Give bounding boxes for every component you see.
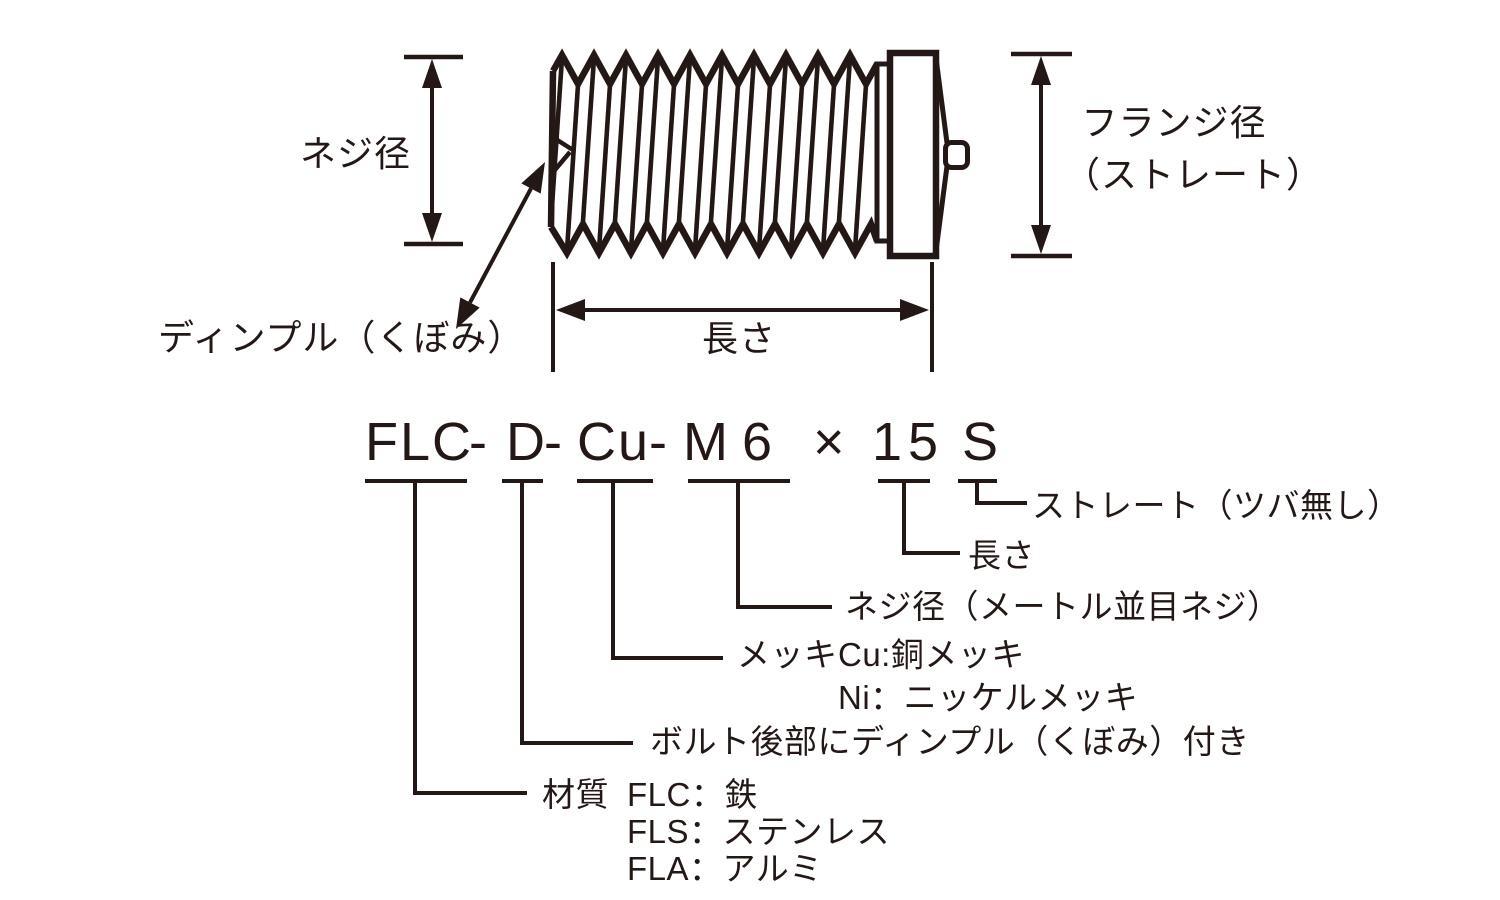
label-length: 長さ bbox=[702, 318, 777, 359]
label-thread-diameter: ネジ径 bbox=[300, 133, 412, 174]
legend-material-fla: FLA：アルミ bbox=[627, 850, 823, 887]
weld-cone-top bbox=[933, 57, 950, 144]
arrowhead-upright-icon bbox=[521, 162, 545, 194]
thread-helix-lines bbox=[548, 57, 869, 251]
pn-separator: - bbox=[649, 412, 669, 472]
thread-bottom-outline bbox=[548, 216, 881, 260]
callout-line-shape bbox=[975, 481, 1027, 505]
arrowhead-down-icon bbox=[1031, 225, 1051, 254]
pn-shape: S bbox=[962, 412, 1001, 472]
legend-plating-cu: Cu:銅メッキ bbox=[838, 636, 1025, 673]
legend-material-label: 材質 bbox=[542, 776, 609, 813]
pn-times: × bbox=[813, 412, 847, 472]
thread-top-outline bbox=[550, 48, 880, 91]
pn-thread: M6 bbox=[683, 412, 787, 472]
legend-material-flc: FLC：鉄 bbox=[627, 776, 758, 813]
thread-left-edge bbox=[547, 70, 557, 228]
dim-thread-diameter bbox=[404, 54, 463, 247]
legend-plating-ni: Ni：ニッケルメッキ bbox=[838, 679, 1139, 716]
arrowhead-right-icon bbox=[900, 299, 929, 321]
flange bbox=[886, 49, 940, 260]
weld-cone-bottom bbox=[933, 165, 950, 252]
callout-line-material bbox=[413, 481, 527, 795]
callout-line-plating bbox=[611, 481, 723, 660]
pn-length: 15 bbox=[872, 412, 945, 472]
callout-line-length bbox=[902, 481, 960, 555]
legend-dimple: ボルト後部にディンプル（くぼみ）付き bbox=[650, 723, 1250, 760]
arrowhead-downleft-icon bbox=[456, 297, 480, 329]
label-flange-diameter-line1: フランジ径 bbox=[1081, 102, 1267, 143]
dim-flange-diameter bbox=[1011, 51, 1072, 259]
stud-drawing bbox=[547, 48, 970, 260]
dimple-notch bbox=[552, 136, 575, 173]
arrowhead-down-icon bbox=[422, 213, 442, 242]
pn-separator: - bbox=[469, 412, 489, 472]
label-dimple: ディンプル（くぼみ） bbox=[158, 317, 525, 358]
callout-line-dimple bbox=[520, 481, 633, 745]
legend-material-fls: FLS：ステンレス bbox=[627, 813, 891, 850]
arrowhead-up-icon bbox=[422, 59, 442, 88]
label-flange-diameter-line2: （ストレート） bbox=[1064, 154, 1324, 195]
arrowhead-left-icon bbox=[556, 299, 585, 321]
pn-separator: - bbox=[544, 412, 564, 472]
callout-line-thread bbox=[736, 481, 832, 609]
pn-material: FLC bbox=[365, 412, 474, 472]
legend-plating-label: メッキ bbox=[737, 636, 838, 673]
legend-shape: ストレート（ツバ無し） bbox=[1032, 487, 1401, 524]
weld-pin bbox=[943, 140, 970, 170]
callout-lines bbox=[413, 481, 1027, 795]
dimple-leader-arrow bbox=[456, 162, 545, 329]
dim-length bbox=[551, 262, 934, 372]
legend-thread-diameter: ネジ径（メートル並目ネジ） bbox=[845, 588, 1281, 625]
legend-length: 長さ bbox=[968, 537, 1035, 574]
pn-plating: Cu bbox=[577, 412, 651, 472]
arrowhead-up-icon bbox=[1031, 56, 1051, 85]
pn-dimple: D bbox=[506, 412, 547, 472]
label-flange-diameter: フランジ径 （ストレート） bbox=[1064, 101, 1324, 197]
leader-line bbox=[468, 187, 533, 304]
